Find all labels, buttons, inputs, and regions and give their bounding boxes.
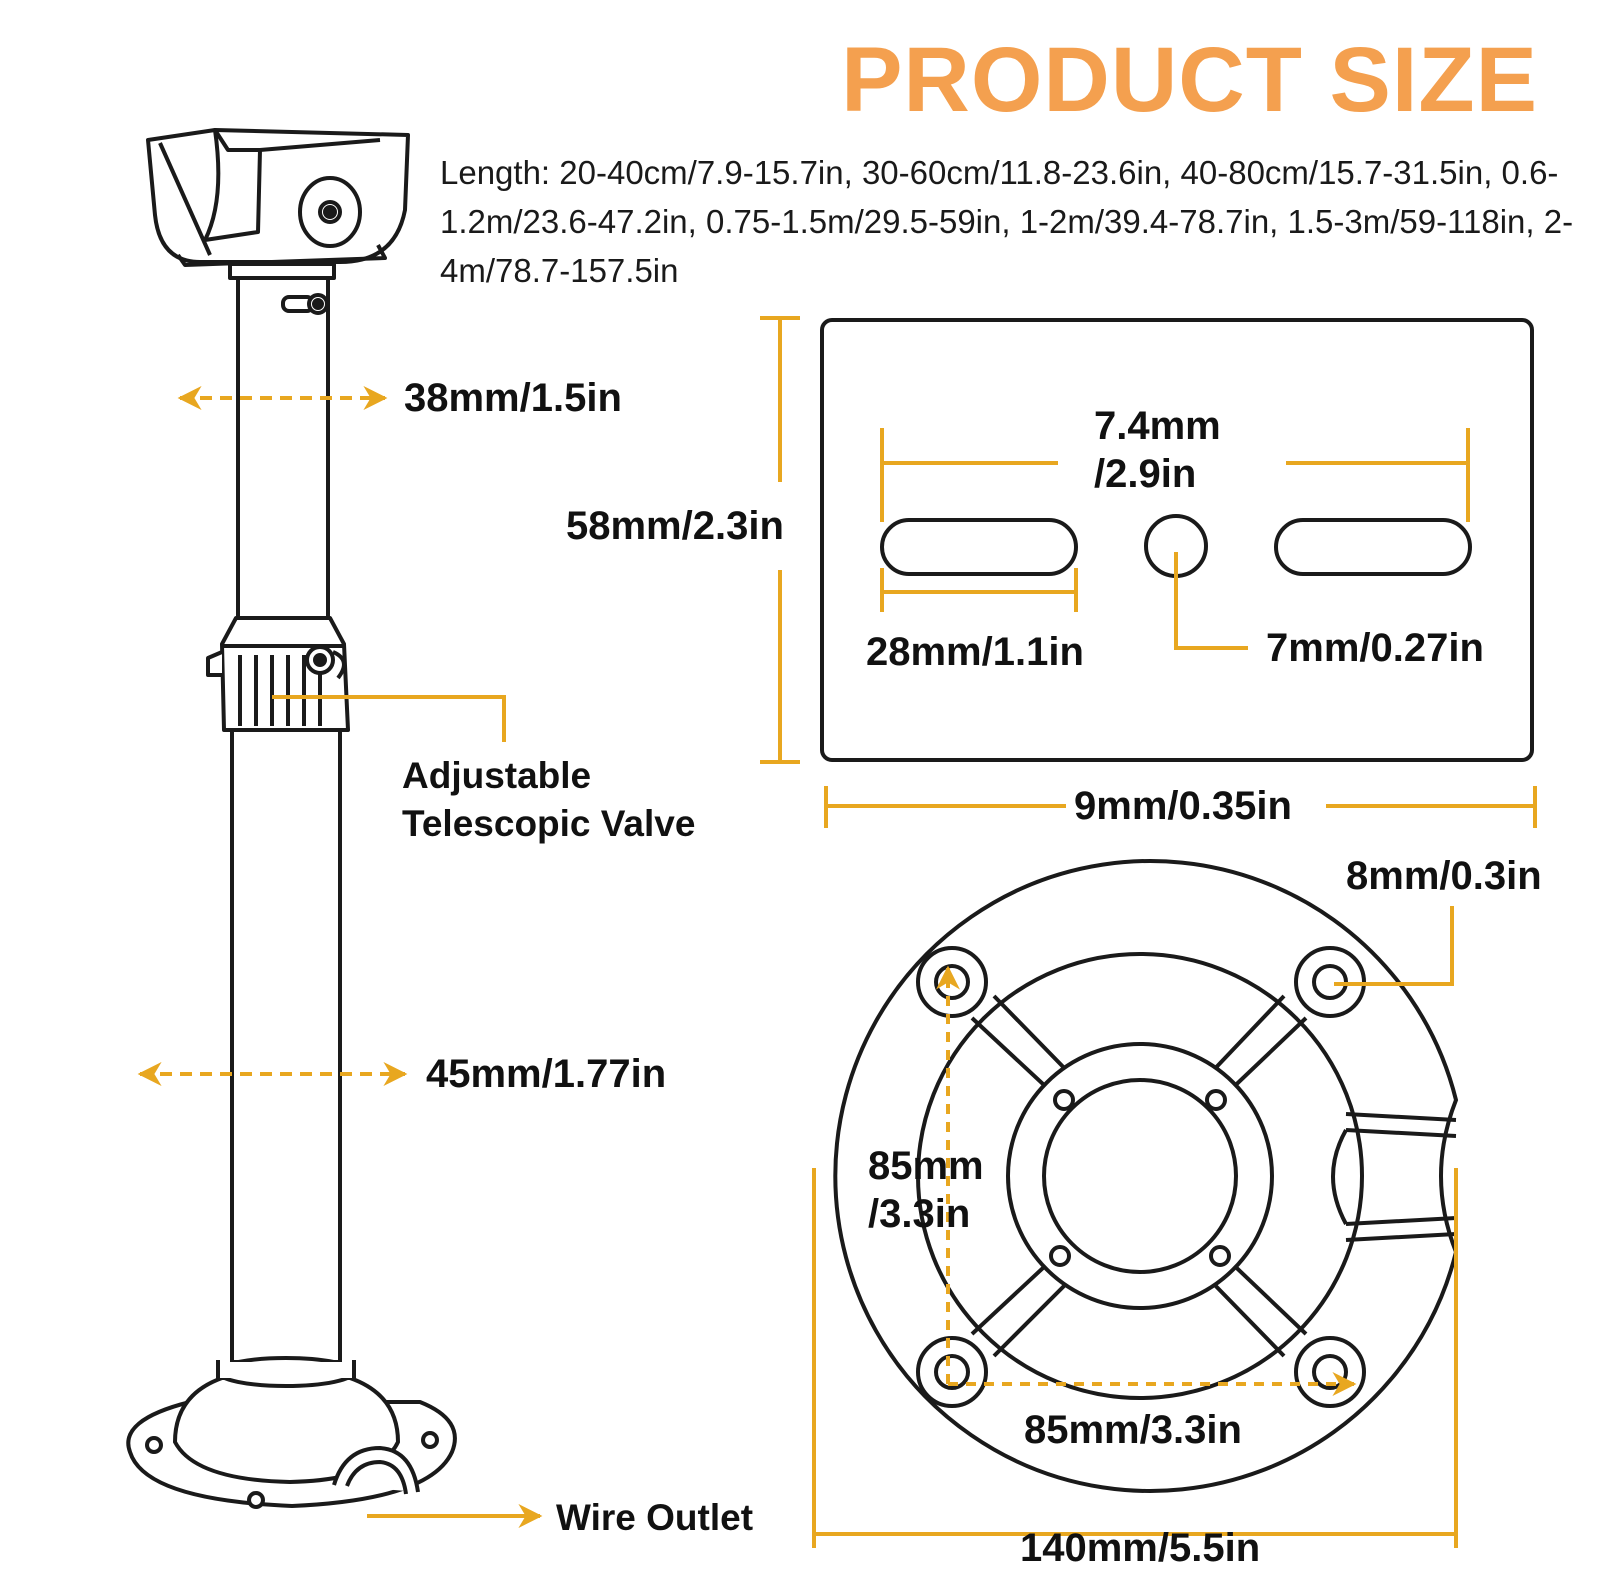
- mount-plate: [820, 318, 1534, 762]
- base-hole-label: 8mm/0.3in: [1346, 854, 1542, 898]
- base-mount-hole: [916, 1336, 988, 1408]
- base-mount-hole: [916, 946, 988, 1018]
- valve-label-line1: Adjustable: [402, 755, 592, 796]
- base-vertical-spacing-line2: /3.3in: [868, 1192, 971, 1236]
- telescopic-valve: [206, 616, 350, 732]
- base-horizontal-spacing-label: 85mm/3.3in: [1024, 1408, 1242, 1452]
- plate-slot-right: [1274, 518, 1472, 576]
- length-spec: Length: 20-40cm/7.9-15.7in, 30-60cm/11.8…: [440, 154, 1574, 289]
- wire-outlet-label: Wire Outlet: [556, 1497, 754, 1538]
- slot-length-label: 28mm/1.1in: [866, 630, 1084, 674]
- telescopic-pole: [126, 128, 457, 1509]
- lock-pin: [281, 293, 329, 315]
- bottom-diameter-label: 45mm/1.77in: [426, 1052, 667, 1096]
- plate-slot-left: [880, 518, 1078, 576]
- base-dimension-lines: [812, 906, 1458, 1548]
- base-vertical-spacing-line1: 85mm: [868, 1144, 984, 1188]
- plate-thickness-label: 9mm/0.35in: [1074, 784, 1292, 828]
- base-diameter-label: 140mm/5.5in: [1020, 1526, 1261, 1570]
- page-title: PRODUCT SIZE: [841, 29, 1538, 131]
- slot-spacing-line1: 7.4mm: [1094, 404, 1221, 448]
- pole-base: [126, 1356, 457, 1509]
- plate-height-label: 58mm/2.3in: [566, 504, 784, 548]
- round-base: [833, 859, 1459, 1493]
- top-diameter-label: 38mm/1.5in: [404, 376, 622, 420]
- plate-dimension-lines: [760, 316, 1537, 828]
- valve-label-line2: Telescopic Valve: [402, 803, 696, 844]
- slot-spacing-line2: /2.9in: [1094, 452, 1197, 496]
- hole-diameter-label: 7mm/0.27in: [1266, 626, 1484, 670]
- top-bracket: [146, 128, 410, 267]
- base-mount-hole: [1294, 946, 1366, 1018]
- pole-dimension-lines: [137, 386, 543, 1528]
- base-mount-hole: [1294, 1336, 1366, 1408]
